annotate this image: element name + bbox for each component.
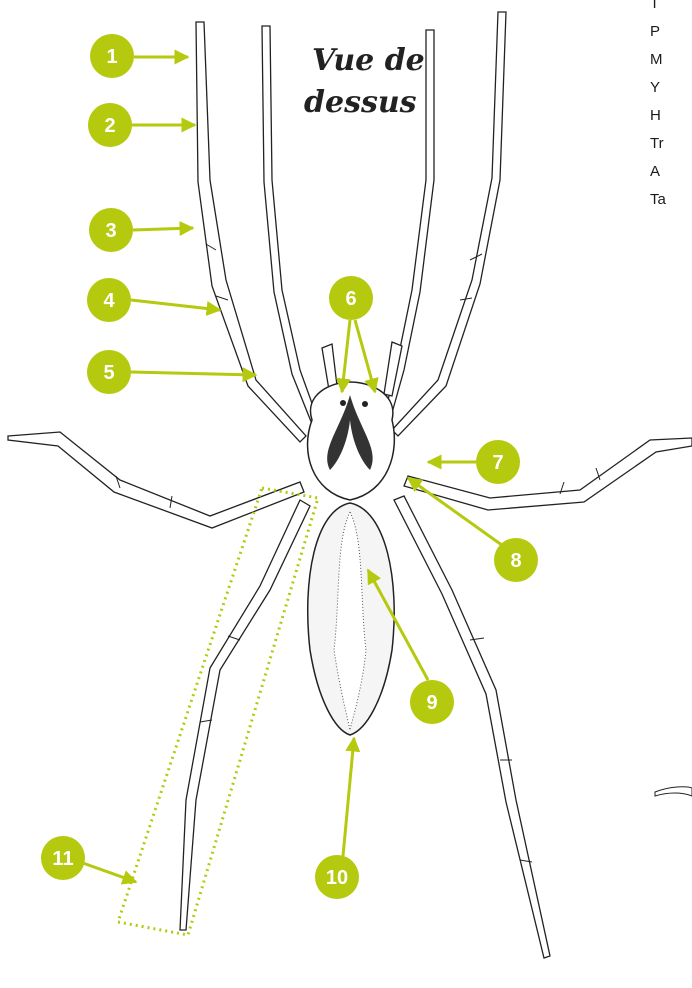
leg-back-left	[180, 500, 310, 930]
side-term-list: T P M Y H Tr A Ta	[650, 0, 667, 208]
badge-4-label: 4	[103, 290, 115, 312]
badge-3-label: 3	[105, 220, 116, 242]
badge-8-label: 8	[510, 550, 521, 572]
badge-1-label: 1	[106, 46, 117, 68]
badge-5-label: 5	[103, 362, 114, 384]
badge-10: 10	[315, 855, 359, 899]
badge-8: 8	[494, 538, 538, 582]
leg-third-right	[404, 438, 692, 510]
pointer-arrows	[80, 57, 506, 882]
side-term-8: Ta	[650, 191, 667, 208]
side-term-3: M	[650, 51, 663, 68]
arrow-5	[131, 372, 256, 375]
diagram-title: Vue de dessus	[304, 43, 425, 120]
badge-4: 4	[87, 278, 131, 322]
arrow-11	[80, 862, 136, 882]
side-term-6: Tr	[650, 135, 664, 152]
badge-2: 2	[88, 103, 132, 147]
side-term-4: Y	[650, 79, 660, 96]
badge-7: 7	[476, 440, 520, 484]
badge-10-label: 10	[326, 867, 348, 889]
eye-right	[362, 401, 368, 407]
badge-6-label: 6	[345, 288, 356, 310]
arrow-10	[343, 738, 354, 856]
badge-11-label: 11	[52, 848, 73, 870]
title-line-2: dessus	[304, 85, 417, 120]
detached-leg-fragment	[655, 787, 692, 796]
side-term-2: P	[650, 23, 660, 40]
arrow-3	[133, 228, 193, 230]
badge-7-label: 7	[492, 452, 503, 474]
badge-3: 3	[89, 208, 133, 252]
arrow-6a	[342, 320, 350, 392]
badge-9: 9	[410, 680, 454, 724]
arrow-6b	[355, 320, 375, 392]
title-line-1: Vue de	[312, 43, 425, 78]
leg-third-left	[8, 432, 304, 528]
badge-6: 6	[329, 276, 373, 320]
badge-11: 11	[41, 836, 85, 880]
side-term-5: H	[650, 107, 661, 124]
leg-front-left	[196, 22, 306, 442]
badge-2-label: 2	[104, 115, 115, 137]
arrow-4	[131, 300, 220, 310]
leg-highlight-box	[118, 488, 318, 935]
side-term-1: T	[650, 0, 659, 12]
eye-left	[340, 400, 346, 406]
badge-9-label: 9	[426, 692, 437, 714]
number-badges: 1 2 3 4 5 6 7 8 9 10 11	[41, 34, 538, 899]
badge-5: 5	[87, 350, 131, 394]
side-term-7: A	[650, 163, 660, 180]
badge-1: 1	[90, 34, 134, 78]
